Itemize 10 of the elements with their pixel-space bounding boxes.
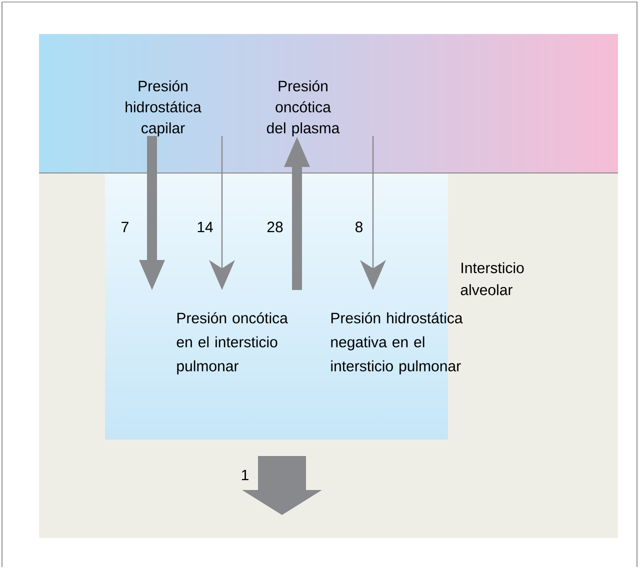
text-label: Presión hidrostática capilar (126, 80, 202, 136)
text-label: Presión hidrostática negativa en el intersticio pulmonar (331, 312, 463, 374)
text-label: Presión oncótica en el intersticio pulmonar (176, 312, 288, 374)
text-label: Intersticio alveolar (460, 262, 524, 296)
number-label: 8 (356, 222, 363, 232)
number-label: 14 (198, 222, 213, 232)
text-label: Presión oncótica del plasma (266, 80, 340, 136)
number-label: 1 (242, 470, 248, 480)
number-label: 7 (122, 222, 128, 232)
number-label: 28 (267, 222, 283, 232)
